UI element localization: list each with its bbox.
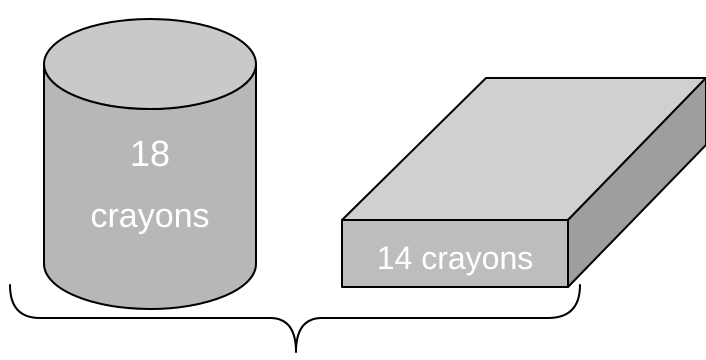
grouping-brace [9, 284, 581, 353]
cylinder-top [43, 18, 257, 110]
box-label: 14 crayons [377, 240, 534, 276]
crayon-cylinder: 18 crayons [43, 18, 257, 310]
crayon-box: 14 crayons [341, 77, 706, 288]
box-front-face [341, 219, 569, 288]
cylinder-count-label: 18 [130, 133, 170, 174]
cylinder-unit-label: crayons [90, 197, 209, 235]
